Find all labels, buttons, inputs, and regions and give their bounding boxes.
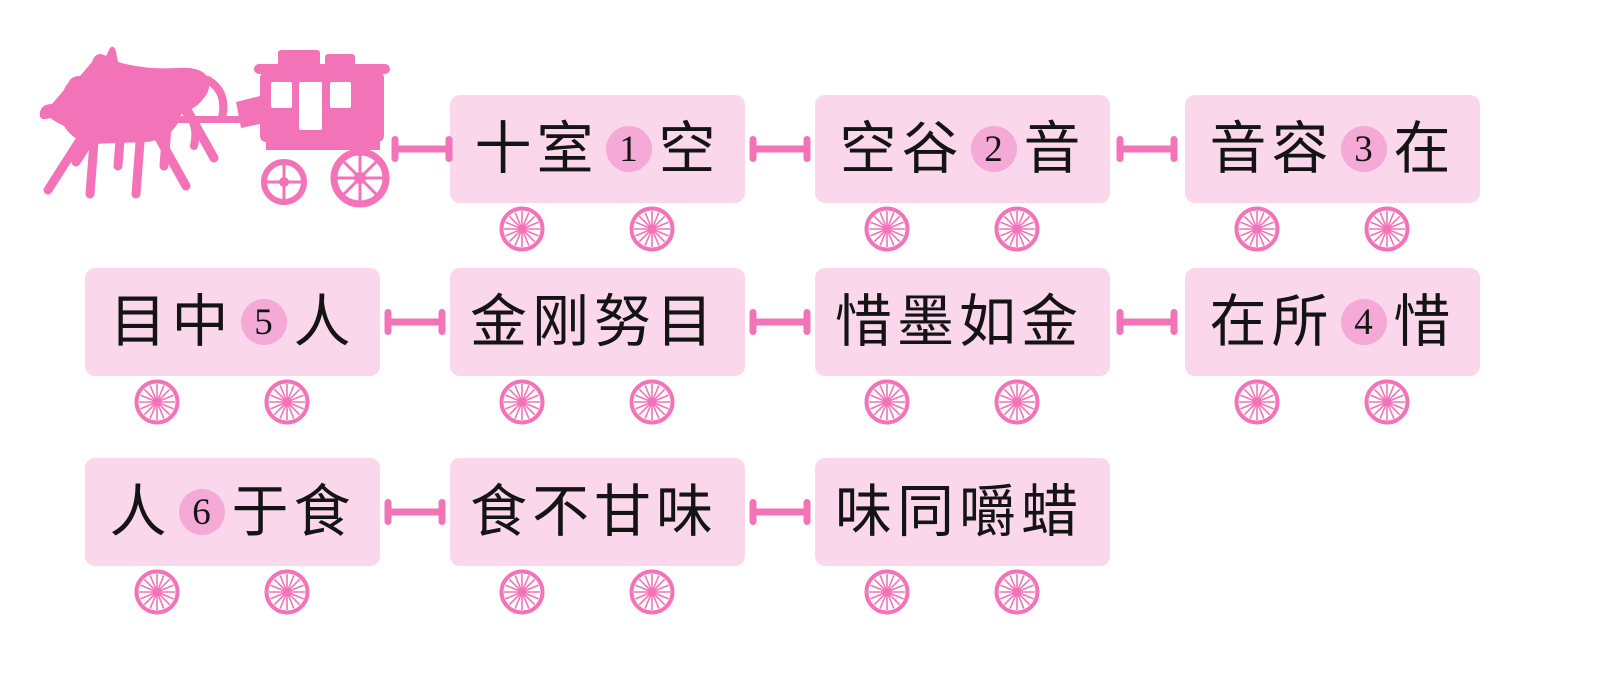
coupling-link-icon <box>748 136 812 162</box>
carriage-7[interactable]: 在所 4 惜 <box>1185 268 1480 425</box>
idiom-text: 食不甘味 <box>470 480 718 544</box>
carriage-3[interactable]: 音容 3 在 <box>1185 95 1480 252</box>
carriage-5[interactable]: 金刚努目 <box>450 268 745 425</box>
wheel-icon <box>498 378 546 426</box>
wheel-icon <box>133 378 181 426</box>
wheel-icon <box>628 205 676 253</box>
coupling-link-icon <box>383 309 447 335</box>
wheel-icon <box>993 205 1041 253</box>
carriage-9[interactable]: 食不甘味 <box>450 458 745 615</box>
idiom-text: 空谷 <box>839 117 964 181</box>
wheel-icon <box>628 568 676 616</box>
idiom-text: 在所 <box>1209 290 1334 354</box>
idiom-text: 味同嚼蜡 <box>835 480 1083 544</box>
idiom-text: 目中 <box>109 290 234 354</box>
wheel-icon <box>863 378 911 426</box>
wheel-icon <box>993 568 1041 616</box>
idiom-text: 人 <box>109 480 172 544</box>
blank-circle-4[interactable]: 4 <box>1340 299 1387 345</box>
coupling-link-icon <box>748 499 812 525</box>
wheel-icon <box>863 205 911 253</box>
wheel-icon <box>1233 205 1281 253</box>
idiom-text: 人 <box>293 290 356 354</box>
horse-carriage-image <box>28 6 390 208</box>
coupling-link-icon <box>390 136 454 162</box>
wheel-icon <box>993 378 1041 426</box>
blank-circle-5[interactable]: 5 <box>240 299 287 345</box>
carriage-4[interactable]: 目中 5 人 <box>85 268 380 425</box>
wheel-icon <box>498 205 546 253</box>
idiom-text: 十室 <box>474 117 599 181</box>
carriage-1[interactable]: 十室 1 空 <box>450 95 745 252</box>
wheel-icon <box>1233 378 1281 426</box>
idiom-text: 空 <box>658 117 721 181</box>
idiom-text: 于食 <box>231 480 356 544</box>
wheel-icon <box>1363 378 1411 426</box>
blank-circle-6[interactable]: 6 <box>178 489 225 535</box>
wheel-icon <box>263 568 311 616</box>
wheel-icon <box>1363 205 1411 253</box>
idiom-text: 惜 <box>1393 290 1456 354</box>
coupling-link-icon <box>748 309 812 335</box>
carriage-2[interactable]: 空谷 2 音 <box>815 95 1110 252</box>
carriage-6[interactable]: 惜墨如金 <box>815 268 1110 425</box>
wheel-icon <box>863 568 911 616</box>
blank-circle-2[interactable]: 2 <box>970 126 1017 172</box>
coupling-link-icon <box>1115 309 1179 335</box>
carriage-8[interactable]: 人 6 于食 <box>85 458 380 615</box>
blank-circle-1[interactable]: 1 <box>605 126 652 172</box>
idiom-text: 惜墨如金 <box>835 290 1083 354</box>
blank-circle-3[interactable]: 3 <box>1340 126 1387 172</box>
idiom-text: 金刚努目 <box>470 290 718 354</box>
wheel-icon <box>498 568 546 616</box>
wheel-icon <box>628 378 676 426</box>
wheel-icon <box>133 568 181 616</box>
idiom-text: 音 <box>1023 117 1086 181</box>
idiom-text: 在 <box>1393 117 1456 181</box>
idiom-text: 音容 <box>1209 117 1334 181</box>
carriage-10[interactable]: 味同嚼蜡 <box>815 458 1110 615</box>
wheel-icon <box>263 378 311 426</box>
coupling-link-icon <box>383 499 447 525</box>
coupling-link-icon <box>1115 136 1179 162</box>
